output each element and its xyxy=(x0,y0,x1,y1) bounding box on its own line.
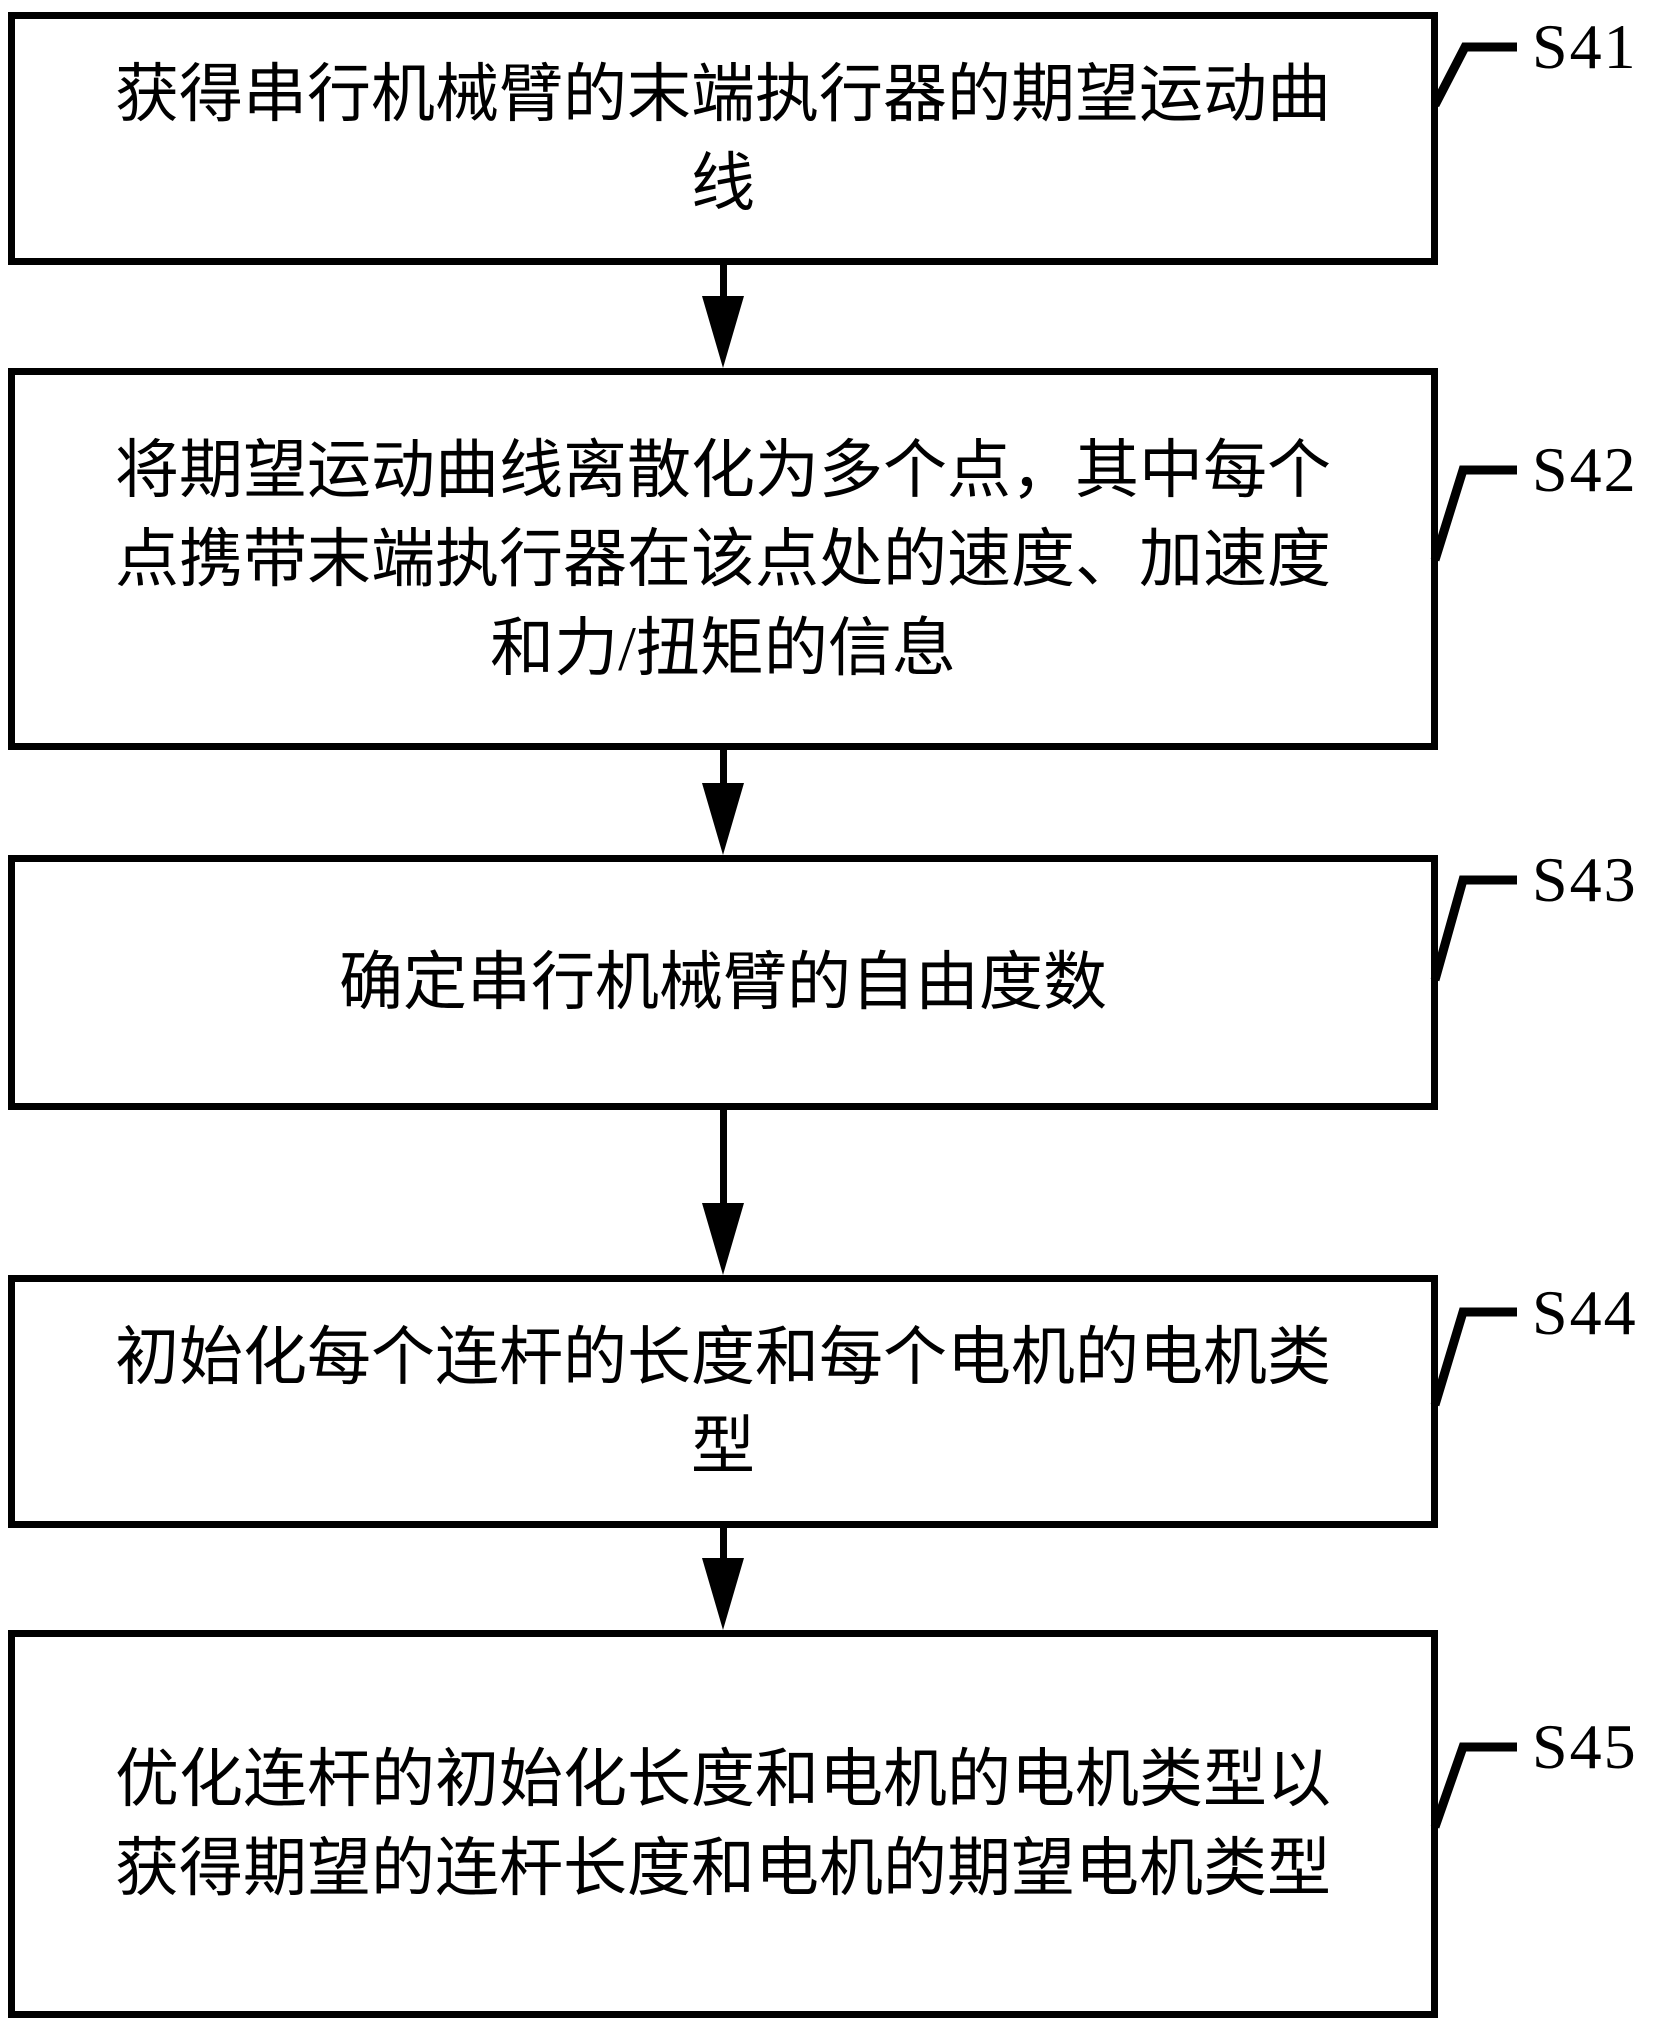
leader-line-s43 xyxy=(1430,875,1517,982)
arrow-shaft-4 xyxy=(720,1528,727,1570)
step-label-s43: S43 xyxy=(1532,844,1638,915)
step-label-s41: S41 xyxy=(1532,11,1638,82)
flow-step-box-s44: 初始化每个连杆的长度和每个电机的电机类 型 xyxy=(8,1275,1438,1528)
flow-step-box-s42: 将期望运动曲线离散化为多个点，其中每个 点携带末端执行器在该点处的速度、加速度 … xyxy=(8,368,1438,750)
arrow-shaft-1 xyxy=(720,265,727,308)
flow-step-text-s45: 优化连杆的初始化长度和电机的电机类型以 获得期望的连杆长度和电机的期望电机类型 xyxy=(115,1744,1331,1904)
flow-step-box-s43: 确定串行机械臂的自由度数 xyxy=(8,855,1438,1110)
arrow-down-icon xyxy=(702,1558,744,1630)
flow-step-box-s41: 获得串行机械臂的末端执行器的期望运动曲 线 xyxy=(8,12,1438,265)
flow-step-text-s42: 将期望运动曲线离散化为多个点，其中每个 点携带末端执行器在该点处的速度、加速度 … xyxy=(115,434,1331,684)
step-label-s42: S42 xyxy=(1532,434,1638,505)
leader-line-s45 xyxy=(1430,1742,1517,1829)
arrow-shaft-2 xyxy=(720,750,727,795)
leader-line-s44 xyxy=(1430,1307,1517,1407)
flow-step-text-s43: 确定串行机械臂的自由度数 xyxy=(339,947,1107,1018)
arrow-shaft-3 xyxy=(720,1110,727,1215)
flow-step-text-s41: 获得串行机械臂的末端执行器的期望运动曲 线 xyxy=(115,58,1331,219)
arrow-down-icon xyxy=(702,783,744,855)
step-label-s44: S44 xyxy=(1532,1277,1638,1348)
arrow-down-icon xyxy=(702,1203,744,1275)
step-label-s45: S45 xyxy=(1532,1711,1638,1782)
arrow-down-icon xyxy=(702,296,744,368)
leader-line-s41 xyxy=(1431,42,1517,108)
flow-step-box-s45: 优化连杆的初始化长度和电机的电机类型以 获得期望的连杆长度和电机的期望电机类型 xyxy=(8,1630,1438,2018)
flow-step-text-s44: 初始化每个连杆的长度和每个电机的电机类 型 xyxy=(115,1321,1331,1482)
leader-line-s42 xyxy=(1430,465,1517,562)
